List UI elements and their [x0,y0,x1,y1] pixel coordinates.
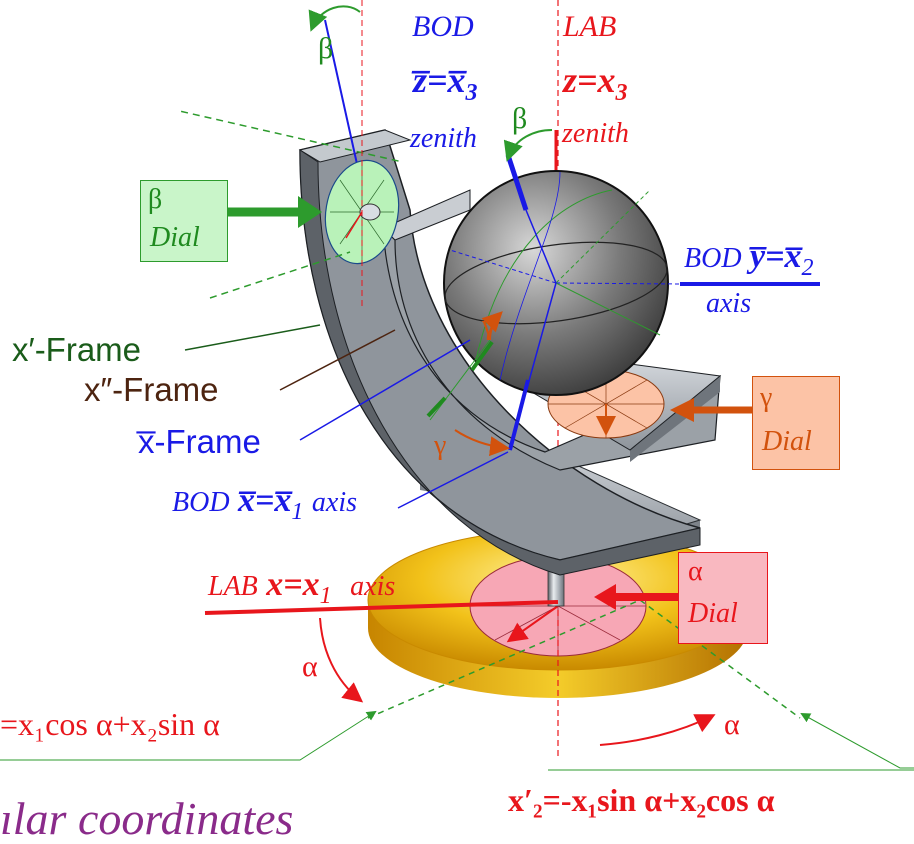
bod-zenith-label: zenith [410,123,477,154]
bod-y-axis-label: BOD y̅=x̅2 [684,238,814,281]
beta-dial-symbol: β [148,184,163,215]
beta-dial-label: Dial [150,222,200,253]
gamma-angle-sphere: γ [482,310,495,341]
gamma-dial-box [752,376,840,470]
x1-frame-leader [184,324,321,351]
alpha-dial-symbol: α [688,556,703,587]
alpha-angle-left: α [302,650,318,683]
gamma-dial-symbol: γ [760,382,773,413]
bod-z-axis-label: z̅=x̅3 [413,60,478,107]
lab-x-axis-label: LAB x=x1 axis [208,566,396,609]
lab-zenith-label: zenith [562,118,629,149]
beta-angle-top: β [318,32,334,65]
x-prime-frame-label: x′-Frame [12,331,142,368]
alpha-dial-label: Dial [688,598,738,629]
bod-y-axis-word: axis [706,288,752,319]
gamma-angle-lower: γ [434,430,447,461]
bod-x-axis-label: BOD x̅=x̅1 axis [172,482,358,525]
x-bar-frame-label: x̅-Frame [138,423,261,460]
gamma-dial-label: Dial [762,426,812,457]
bod-x-leader [397,451,509,509]
x-prime-2-equation: x′₂=-x₁sin α+x₂cos α [508,782,775,818]
x-prime-1-equation: =x₁cos α+x₂sin α [0,706,220,742]
x-double-prime-frame-label: x″-Frame [84,371,219,408]
alpha-dial-box [678,552,768,644]
lab-z-axis-label: z=x3 [563,60,628,107]
lab-heading: LAB [563,10,617,43]
beta-angle-mid: β [512,102,528,135]
beta-dial-box [140,180,228,262]
alpha-angle-right: α [724,708,740,741]
x2-frame-leader [279,329,396,391]
xbar-frame-leader [299,339,471,441]
bod-heading: BOD [412,10,474,43]
bottom-caption: ılar coordinates [0,793,294,844]
